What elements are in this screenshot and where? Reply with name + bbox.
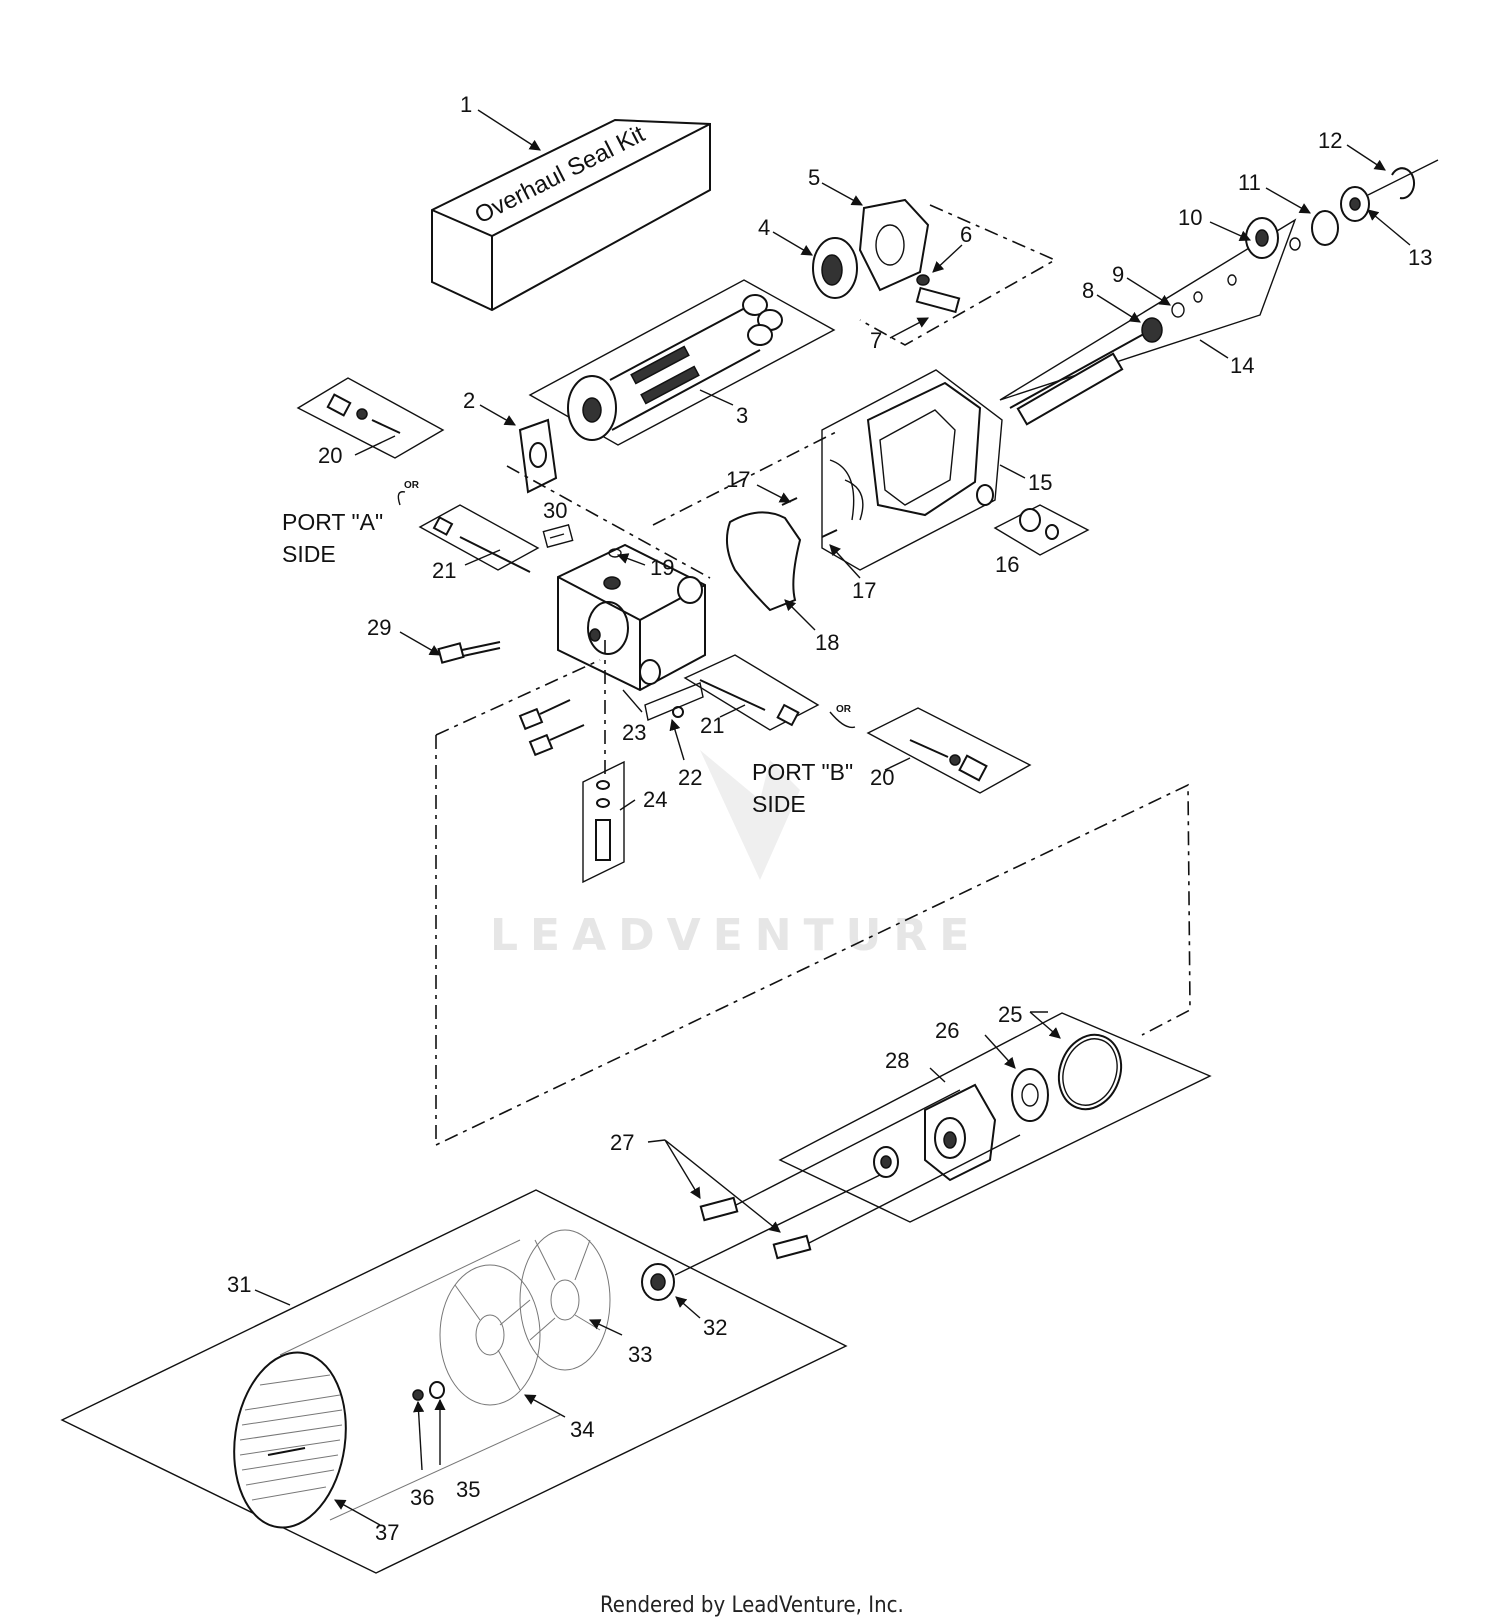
- callout-17b: 17: [852, 578, 876, 603]
- callout-37: 37: [375, 1520, 399, 1545]
- part-31-fan-assembly: [60, 1189, 848, 1574]
- leader-lines: [254, 109, 1411, 1526]
- dashed-guide-housing: [652, 429, 841, 526]
- callout-36: 36: [410, 1485, 434, 1510]
- part-4-bearing: [812, 237, 858, 299]
- part-24-charge-relief-kit: [582, 760, 625, 884]
- callout-32: 32: [703, 1315, 727, 1340]
- seal-bearing-lower: [873, 1146, 899, 1178]
- callout-14: 14: [1230, 353, 1254, 378]
- callout-3: 3: [736, 403, 748, 428]
- part-30-plug: [542, 524, 574, 548]
- part-12-retaining-ring: [1391, 167, 1416, 200]
- dashed-guide-left: [506, 465, 711, 579]
- callout-10: 10: [1178, 205, 1202, 230]
- part-35-washer: [429, 1381, 445, 1399]
- callout-33: 33: [628, 1342, 652, 1367]
- part-20-check-valve-kit-b: [866, 707, 1032, 794]
- part-28-pump-cover-assembly: [778, 1012, 1212, 1223]
- watermark: LEADVENTURE: [490, 750, 981, 961]
- dashed-frame-lower: [435, 659, 601, 736]
- watermark-logo-icon: [700, 750, 800, 880]
- part-21-relief-valve-b: [683, 654, 820, 731]
- port-a-line1: PORT "A": [282, 509, 383, 535]
- callout-16: 16: [995, 552, 1019, 577]
- callout-4: 4: [758, 215, 770, 240]
- callout-21b: 21: [700, 713, 724, 738]
- callout-9: 9: [1112, 262, 1124, 287]
- callout-12: 12: [1318, 128, 1342, 153]
- part-34-fan: [439, 1264, 541, 1406]
- callouts: 1 2 3 4 5 6 7 8 9 10 11 12 13 14 15 16 1…: [227, 92, 1432, 1545]
- port-a-line2: SIDE: [282, 541, 336, 567]
- callout-17a: 17: [726, 467, 750, 492]
- callout-6: 6: [960, 222, 972, 247]
- callout-5: 5: [808, 165, 820, 190]
- part-25-o-ring: [1057, 1033, 1123, 1111]
- part-36-nut: [412, 1389, 424, 1401]
- part-32-bearing: [641, 1263, 675, 1301]
- part-37-fan-grille: [239, 1374, 343, 1501]
- callout-27: 27: [610, 1130, 634, 1155]
- watermark-text: LEADVENTURE: [490, 910, 981, 961]
- dashed-guide-top: [859, 204, 1057, 346]
- part-20-check-valve-kit-a: [296, 377, 445, 459]
- part-7-trunnion-shaft: [915, 274, 961, 314]
- callout-13: 13: [1408, 245, 1432, 270]
- part-2-port-plate: [518, 418, 558, 494]
- part-14-input-shaft-kit: [999, 217, 1301, 426]
- dashed-frame-main: [435, 735, 1191, 1147]
- callout-34: 34: [570, 1417, 594, 1442]
- callout-7: 7: [870, 328, 882, 353]
- callout-31: 31: [227, 1272, 251, 1297]
- part-18-gasket: [725, 511, 802, 612]
- callout-1: 1: [460, 92, 472, 117]
- callout-26: 26: [935, 1018, 959, 1043]
- part-15-housing: [821, 369, 1003, 571]
- part-5-swashplate: [858, 198, 930, 292]
- callout-35: 35: [456, 1477, 480, 1502]
- part-11-o-ring: [1311, 210, 1339, 246]
- port-b-line1: PORT "B": [752, 759, 853, 785]
- callout-29: 29: [367, 615, 391, 640]
- part-26-rotor: [1011, 1068, 1049, 1122]
- part-13-seal: [1340, 186, 1370, 222]
- callout-24: 24: [643, 787, 667, 812]
- part-27-bolts: [699, 1089, 1021, 1260]
- port-b-label: PORT "B" SIDE: [752, 759, 853, 817]
- callout-2: 2: [463, 388, 475, 413]
- or-arrow-icon-b: OR: [829, 704, 856, 729]
- callout-21a: 21: [432, 558, 456, 583]
- or-label-a: OR: [404, 480, 420, 491]
- callout-25: 25: [998, 1002, 1022, 1027]
- part-16-seal-kit: [993, 504, 1090, 556]
- or-arrow-icon-a: OR: [397, 480, 420, 506]
- port-b-line2: SIDE: [752, 791, 806, 817]
- or-label-b: OR: [836, 704, 852, 715]
- callout-22: 22: [678, 765, 702, 790]
- part-33-fan: [519, 1229, 611, 1371]
- callout-19: 19: [650, 555, 674, 580]
- part-21-relief-valve-a: [418, 504, 540, 573]
- part-29-bolt: [437, 641, 585, 757]
- callout-23: 23: [622, 720, 646, 745]
- part-3-cylinder-block-kit: [528, 279, 836, 446]
- callout-20a: 20: [318, 443, 342, 468]
- callout-8: 8: [1082, 278, 1094, 303]
- callout-15: 15: [1028, 470, 1052, 495]
- lower-axis-line: [674, 1174, 881, 1276]
- callout-28: 28: [885, 1048, 909, 1073]
- callout-18: 18: [815, 630, 839, 655]
- part-1-overhaul-seal-kit: Overhaul Seal Kit: [431, 118, 711, 312]
- part-22-plug: [644, 682, 704, 721]
- shaft-axis-line: [1367, 159, 1439, 196]
- callout-30: 30: [543, 498, 567, 523]
- callout-11: 11: [1238, 170, 1261, 195]
- port-a-label: PORT "A" SIDE: [282, 509, 383, 567]
- footer-credit: Rendered by LeadVenture, Inc.: [600, 1593, 904, 1618]
- callout-20b: 20: [870, 765, 894, 790]
- part-17-dowel-pin: [781, 497, 838, 538]
- part-23-center-section: [557, 543, 706, 692]
